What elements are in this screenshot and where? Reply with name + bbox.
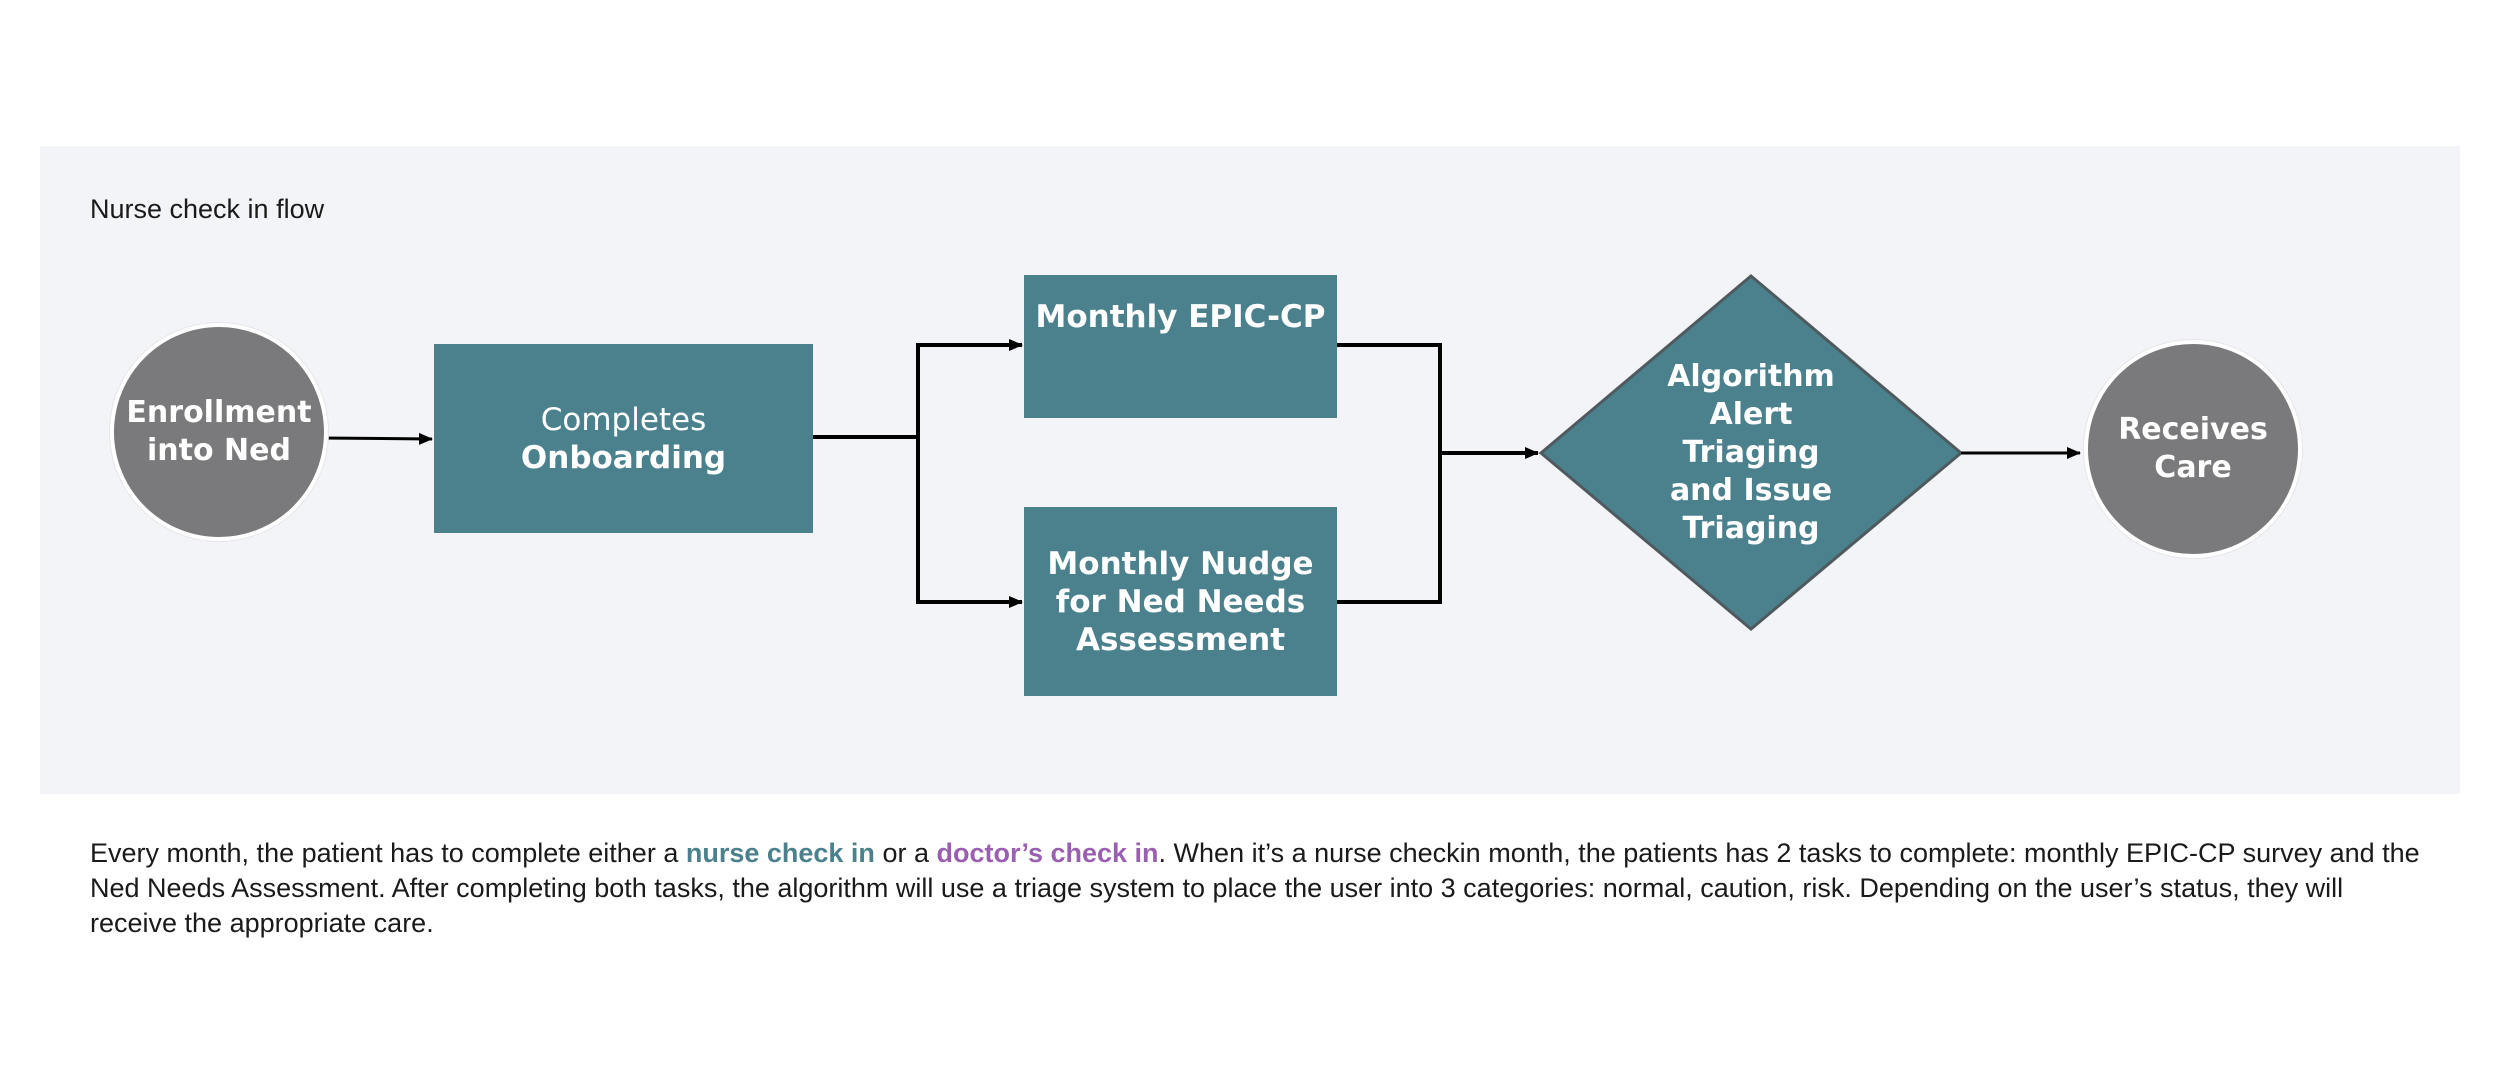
algorithm-line3: Triaging	[1682, 435, 1820, 470]
flow-description: Every month, the patient has to complete…	[90, 836, 2430, 941]
care-line1: Receives	[2118, 412, 2268, 447]
enrollment-line2: into Ned	[147, 433, 291, 468]
doctor-check-in-highlight: doctor’s check in	[936, 838, 1159, 868]
algorithm-diamond-shape	[1538, 274, 1964, 631]
description-part1: Every month, the patient has to complete…	[90, 838, 686, 868]
care-line2: Care	[2154, 450, 2232, 485]
nudge-line1: Monthly Nudge	[1047, 545, 1314, 582]
onboarding-line2: Onboarding	[520, 439, 727, 476]
care-node: Receives Care	[2084, 340, 2302, 558]
enrollment-line1: Enrollment	[126, 395, 312, 430]
nudge-node: Monthly Nudge for Ned Needs Assessment	[1024, 507, 1337, 696]
algorithm-line5: Triaging	[1682, 511, 1820, 546]
algorithm-line1: Algorithm	[1667, 359, 1835, 394]
arrow-enrollment-to-onboarding	[321, 432, 433, 445]
nudge-line2: for Ned Needs	[1055, 583, 1306, 620]
arrow-to-epic	[916, 339, 1023, 602]
connector-epic-out	[1337, 343, 1442, 604]
description-part2: or a	[874, 838, 937, 868]
epic-line1: Monthly EPIC-CP	[1035, 299, 1326, 335]
enrollment-node: Enrollment into Ned	[110, 323, 328, 541]
algorithm-line4: and Issue	[1669, 473, 1833, 508]
description-part3: . When it’s a nurse checkin month, the p…	[90, 838, 2420, 938]
onboarding-node: Completes Onboarding	[434, 344, 813, 533]
onboarding-line1: Completes	[540, 401, 707, 438]
panel-title: Nurse check in flow	[90, 194, 325, 224]
arrow-to-nudge	[916, 437, 1023, 608]
epic-node: Monthly EPIC-CP	[1024, 275, 1337, 418]
nudge-line3: Assessment	[1075, 621, 1286, 658]
algorithm-node: Algorithm Alert Triaging and Issue Triag…	[1601, 353, 1901, 553]
algorithm-line2: Alert	[1709, 397, 1793, 432]
nurse-check-in-highlight: nurse check in	[685, 838, 875, 868]
